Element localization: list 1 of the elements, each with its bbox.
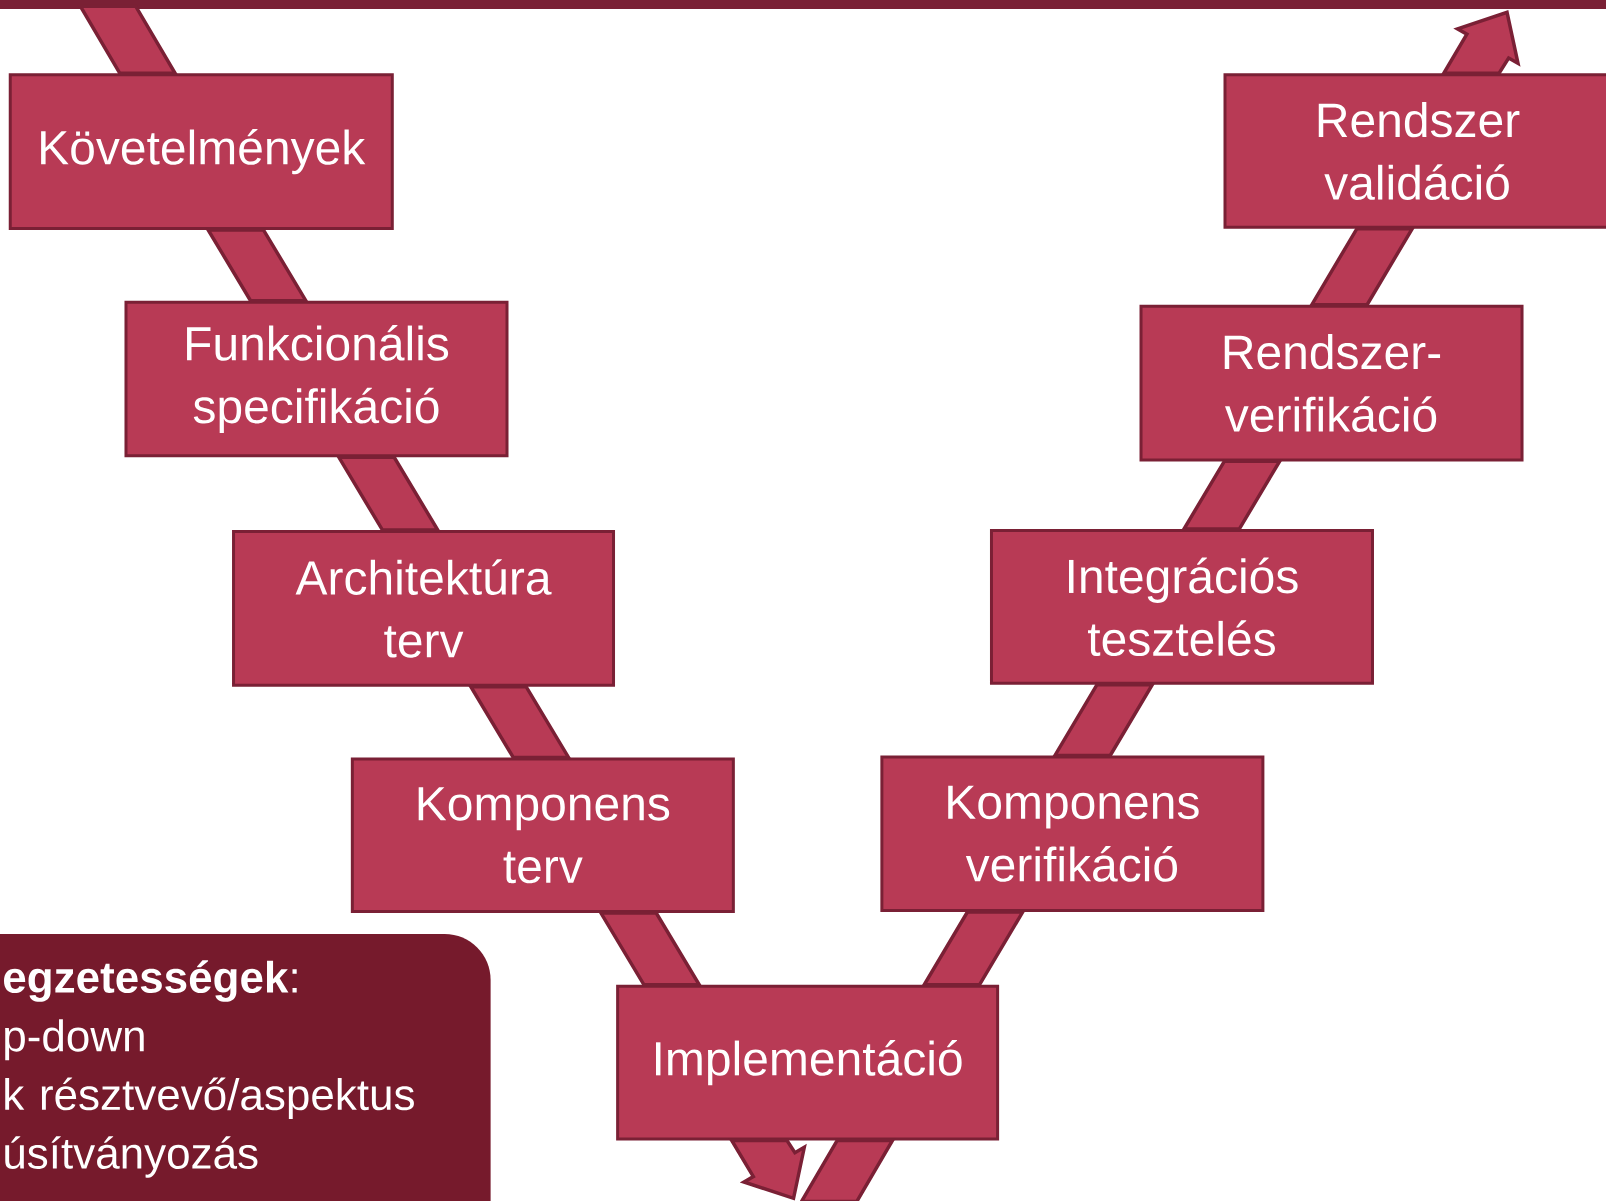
note-card: egzetességek: p-down k résztvevő/aspektus úsítványozás <box>0 934 491 1201</box>
